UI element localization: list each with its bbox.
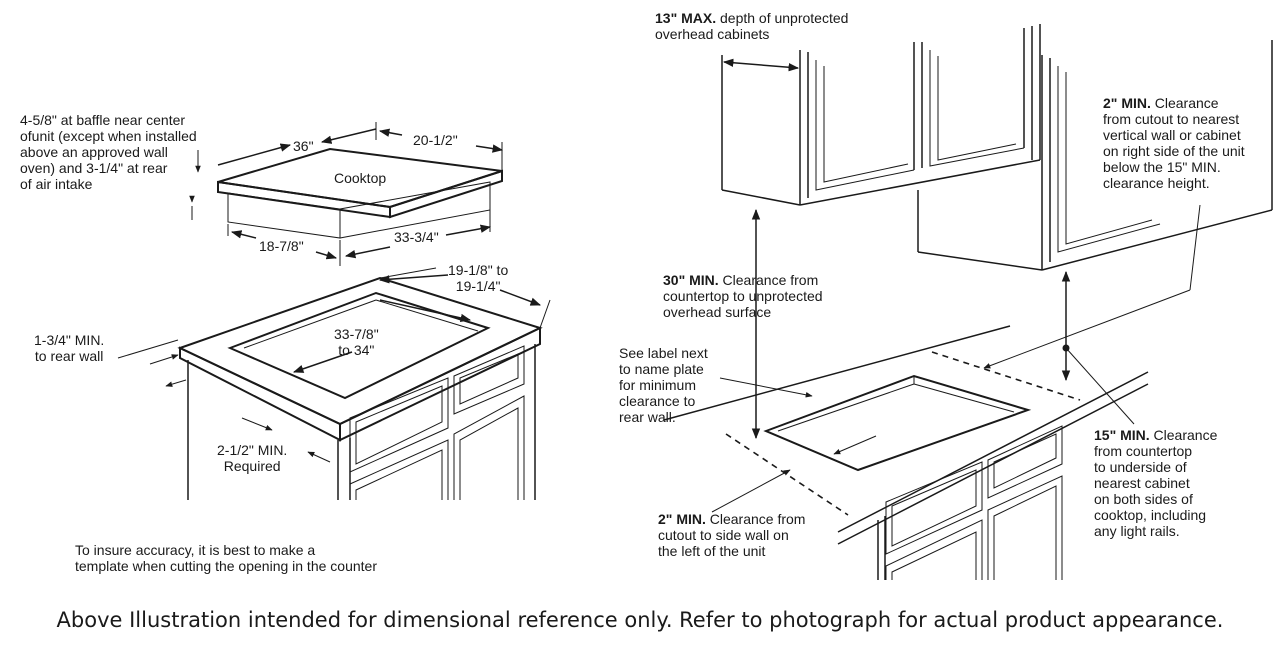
dim-18-7-8-label: 18-7/8" xyxy=(259,238,304,254)
dim-33-7-8-label: 33-7/8" to 34" xyxy=(334,326,379,358)
upper-cabinets-drawing xyxy=(721,24,1273,271)
footer-disclaimer: Above Illustration intended for dimensio… xyxy=(56,608,1224,632)
depth-20-label: 20-1/2" xyxy=(413,132,458,148)
rear-wall-label: 1-3/4" MIN. to rear wall xyxy=(34,332,105,364)
max-13-label: 13" MAX. depth of unprotected overhead c… xyxy=(655,10,849,42)
cooktop-drawing xyxy=(217,147,503,239)
cooktop-dimension-lines xyxy=(189,122,504,266)
right-counter-drawing xyxy=(663,325,1149,580)
min-15-label: 15" MIN. Clearance from countertop to un… xyxy=(1094,427,1218,539)
front-min-label: 2-1/2" MIN. Required xyxy=(217,442,288,474)
label-note: See label next to name plate for minimum… xyxy=(619,345,708,425)
accuracy-note: To insure accuracy, it is best to make a… xyxy=(75,542,377,574)
width-36-label: 36" xyxy=(293,138,314,154)
min-2-left-label: 2" MIN. Clearance from cutout to side wa… xyxy=(658,511,806,559)
installation-diagram xyxy=(117,24,1273,580)
dim-33-3-4-label: 33-3/4" xyxy=(394,229,439,245)
dim-19-label: 19-1/8" to 19-1/4" xyxy=(448,262,509,294)
min-30-label: 30" MIN. Clearance from countertop to un… xyxy=(663,272,823,320)
min-2-right-label: 2" MIN. Clearance from cutout to nearest… xyxy=(1103,95,1245,191)
baffle-note: 4-5/8" at baffle near center ofunit (exc… xyxy=(20,112,197,192)
left-counter-dimension-lines xyxy=(117,267,551,463)
cooktop-label: Cooktop xyxy=(334,170,387,186)
right-dimension-lines xyxy=(711,58,1201,513)
